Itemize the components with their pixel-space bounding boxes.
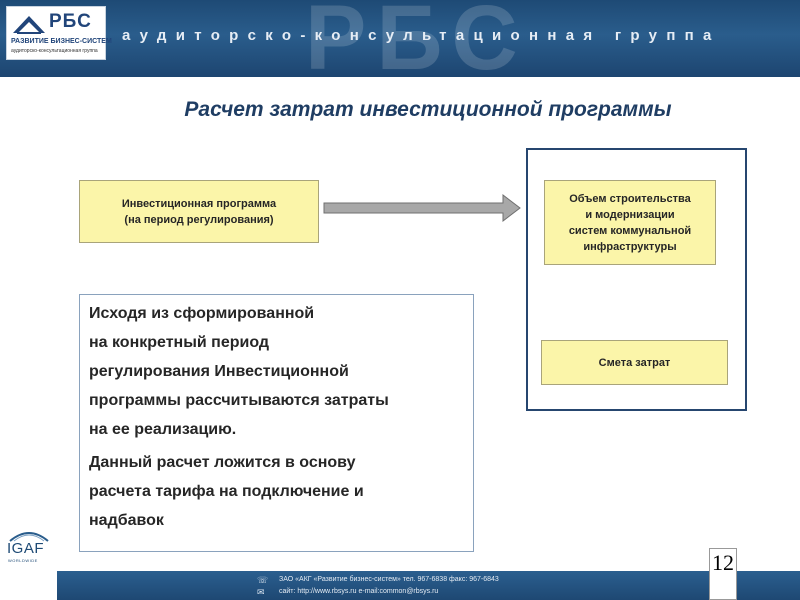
slide-title: Расчет затрат инвестиционной программы	[184, 98, 672, 121]
node-line: систем коммунальной	[568, 224, 692, 237]
text-line: Данный расчет ложится в основу	[89, 454, 356, 471]
footer-web-line: сайт: http://www.rbsys.ru e-mail:common@…	[279, 588, 439, 595]
text-line: на ее реализацию.	[89, 421, 237, 438]
footer-bar: ☏ ✉ ЗАО «АКГ «Развитие бизнес-систем» те…	[57, 571, 800, 600]
node-line: Объем строительства	[569, 192, 691, 205]
envelope-icon: ✉	[257, 587, 265, 597]
text-line: регулирования Инвестиционной	[89, 363, 349, 380]
node-investment-program: Инвестиционная программа (на период регу…	[79, 180, 319, 243]
node-line: Смета затрат	[598, 356, 671, 369]
page-number: 12	[709, 548, 737, 600]
text-line: Исходя из сформированной	[89, 305, 315, 322]
igaf-arc-icon	[9, 532, 49, 542]
footer-company-line: ЗАО «АКГ «Развитие бизнес-систем» тел. 9…	[279, 576, 499, 583]
explanation-textbox: Исходя из сформированной на конкретный п…	[79, 294, 474, 552]
logo-subtitle: аудиторско-консультационная группа	[11, 48, 98, 54]
text-line: расчета тарифа на подключение и	[89, 483, 364, 500]
igaf-sublabel: WORLDWIDE	[8, 558, 38, 563]
footer-contact-icons: ☏ ✉	[257, 574, 268, 598]
header-tagline: аудиторско-консультационная группа	[122, 27, 721, 44]
paragraph-1: Исходя из сформированной на конкретный п…	[89, 299, 465, 444]
text-line: программы рассчитываются затраты	[89, 392, 389, 409]
company-logo: РБС РАЗВИТИЕ БИЗНЕС-СИСТЕМ аудиторско-ко…	[6, 6, 112, 60]
node-line: (на период регулирования)	[124, 213, 274, 226]
igaf-label: IGAF	[7, 540, 45, 557]
paragraph-2: Данный расчет ложится в основу расчета т…	[89, 448, 465, 535]
node-line: Инвестиционная программа	[121, 197, 277, 210]
node-line: инфраструктуры	[583, 240, 677, 253]
logo-abbreviation: РБС	[49, 11, 92, 32]
node-construction-volume: Объем строительства и модернизации систе…	[544, 180, 716, 265]
node-cost-estimate: Смета затрат	[541, 340, 728, 385]
phone-icon: ☏	[257, 575, 269, 585]
logo-roof-icon	[13, 16, 45, 34]
igaf-badge: IGAF WORLDWIDE	[4, 527, 54, 567]
text-line: на конкретный период	[89, 334, 270, 351]
header-banner: РБС аудиторско-консультационная группа Р…	[0, 0, 800, 77]
arrow-right-icon	[323, 193, 521, 223]
logo-company-name: РАЗВИТИЕ БИЗНЕС-СИСТЕМ	[11, 38, 112, 45]
header-watermark: РБС	[305, 0, 528, 77]
text-line: надбавок	[89, 512, 164, 529]
node-line: и модернизации	[585, 208, 675, 221]
